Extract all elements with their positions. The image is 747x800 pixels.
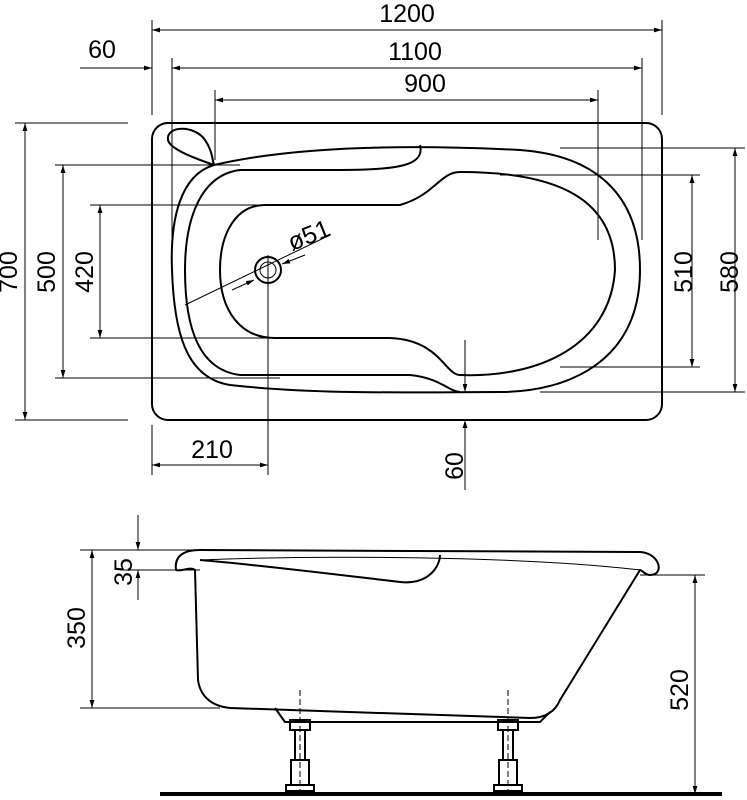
side-view: 35 350 520	[63, 515, 722, 796]
overflow-bump	[167, 127, 215, 166]
extension-lines	[15, 20, 745, 475]
dim-overall-length: 1200	[379, 0, 435, 28]
dim-foot-width: 510	[670, 251, 698, 293]
dim-inner-length: 1100	[388, 38, 442, 66]
inner-basin-outline	[183, 144, 461, 393]
side-extension-lines	[80, 515, 705, 795]
basin-floor-outline	[218, 170, 617, 377]
dim-drain-diameter: ø51	[284, 215, 334, 257]
tub-rim-line	[199, 556, 641, 571]
dim-rim-height: 35	[110, 558, 138, 586]
tub-rim-outline	[151, 122, 663, 421]
dim-basin-length: 900	[404, 70, 446, 98]
dim-rim-offset-left: 60	[88, 36, 116, 64]
headrest-curve	[199, 554, 441, 584]
dim-inner-width: 500	[33, 251, 61, 293]
top-view: 1200 1100 60 900 700 500 420 ø51 210 60 …	[0, 0, 745, 490]
dim-overall-width: 700	[0, 251, 23, 293]
dim-rim-offset-bottom: 60	[441, 452, 469, 480]
dim-depth: 350	[63, 607, 91, 649]
dim-outer-basin-width: 580	[716, 251, 744, 293]
dimension-lines	[22, 27, 738, 490]
dim-basin-width: 420	[71, 251, 99, 293]
tub-base	[274, 707, 551, 723]
tub-side-outline	[174, 548, 660, 720]
dim-total-height: 520	[666, 669, 694, 711]
dim-drain-offset: 210	[191, 436, 233, 464]
outer-basin-outline	[170, 146, 642, 394]
